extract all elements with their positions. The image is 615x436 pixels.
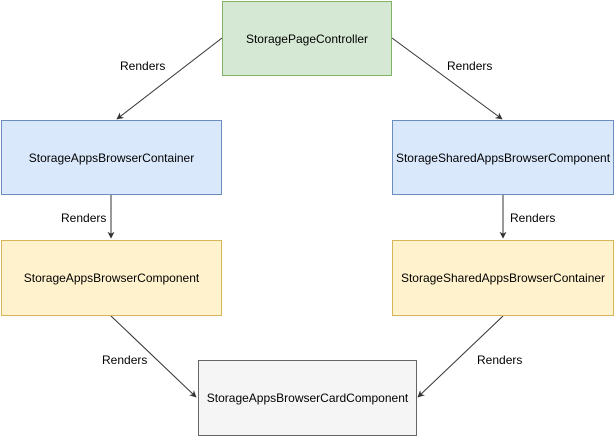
node-label: StorageAppsBrowserContainer bbox=[28, 150, 195, 165]
node-storage-shared-apps-browser-container[interactable]: StorageSharedAppsBrowserContainer bbox=[392, 240, 614, 316]
node-storage-apps-browser-card-component[interactable]: StorageAppsBrowserCardComponent bbox=[198, 360, 417, 436]
edge-label-controller-to-shared-component: Renders bbox=[447, 59, 493, 73]
node-label: StorageSharedAppsBrowserComponent bbox=[395, 150, 611, 165]
node-storage-shared-apps-browser-component[interactable]: StorageSharedAppsBrowserComponent bbox=[392, 120, 614, 195]
node-storage-page-controller[interactable]: StoragePageController bbox=[222, 1, 392, 76]
edge-shared-container-to-card bbox=[417, 315, 504, 398]
node-label: StoragePageController bbox=[245, 31, 369, 46]
edge-label-shared-component-to-shared-container: Renders bbox=[510, 211, 556, 225]
edge-label-shared-container-to-card: Renders bbox=[477, 353, 523, 367]
edge-label-apps-container-to-apps-component: Renders bbox=[61, 211, 107, 225]
node-label: StorageSharedAppsBrowserContainer bbox=[400, 271, 606, 285]
edge-controller-to-shared-component bbox=[391, 37, 503, 120]
edge-apps-component-to-card bbox=[110, 315, 197, 398]
edge-label-apps-component-to-card: Renders bbox=[102, 353, 148, 367]
node-label: StorageAppsBrowserCardComponent bbox=[206, 391, 409, 405]
node-storage-apps-browser-component[interactable]: StorageAppsBrowserComponent bbox=[1, 240, 222, 316]
edge-controller-to-apps-container bbox=[116, 37, 223, 120]
edge-label-controller-to-apps-container: Renders bbox=[120, 59, 166, 73]
node-label: StorageAppsBrowserComponent bbox=[23, 271, 200, 285]
node-storage-apps-browser-container[interactable]: StorageAppsBrowserContainer bbox=[1, 120, 222, 195]
